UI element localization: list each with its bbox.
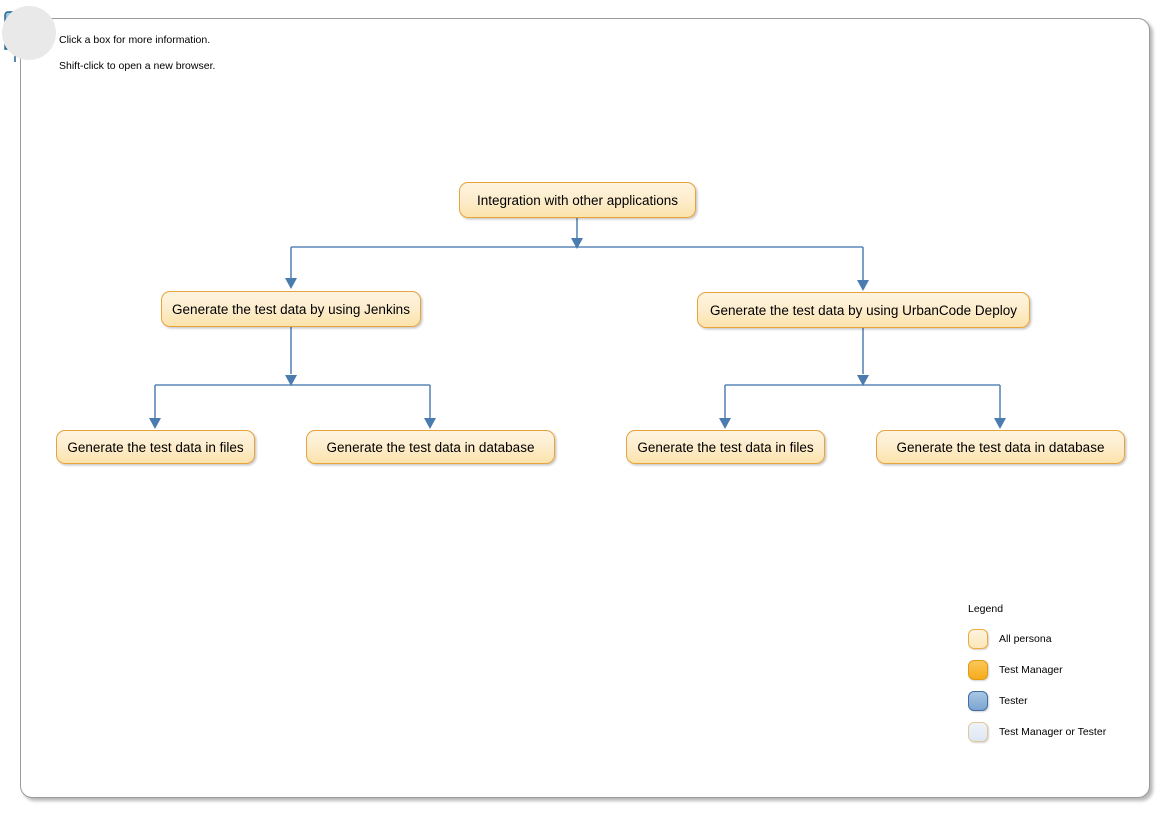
legend-label: Tester: [999, 695, 1028, 707]
diagram-frame: [20, 18, 1150, 798]
legend-item-all-persona: All persona: [968, 628, 1158, 650]
legend-item-test-manager-or-tester: Test Manager or Tester: [968, 721, 1158, 743]
node-generate-test-data-urbancode-deploy[interactable]: Generate the test data by using UrbanCod…: [697, 292, 1030, 328]
node-jenkins-generate-test-data-in-database[interactable]: Generate the test data in database: [306, 430, 555, 464]
legend-title: Legend: [968, 603, 1004, 615]
legend-label: Test Manager: [999, 664, 1063, 676]
node-jenkins-generate-test-data-in-files[interactable]: Generate the test data in files: [56, 430, 255, 464]
legend: Legend All persona Test Manager Tester T…: [968, 603, 1158, 752]
icon-backdrop: [2, 6, 56, 60]
node-urbancode-generate-test-data-in-files[interactable]: Generate the test data in files: [626, 430, 825, 464]
legend-swatch-all-persona: [968, 629, 988, 649]
node-label: Generate the test data in files: [67, 439, 244, 455]
node-generate-test-data-jenkins[interactable]: Generate the test data by using Jenkins: [161, 291, 421, 327]
node-label: Generate the test data in database: [896, 439, 1105, 455]
instruction-line-1: Click a box for more information.: [59, 34, 211, 46]
instructions: Click a box for more information. Shift-…: [59, 21, 399, 86]
legend-swatch-test-manager: [968, 660, 988, 680]
node-urbancode-generate-test-data-in-database[interactable]: Generate the test data in database: [876, 430, 1125, 464]
node-label: Generate the test data in files: [637, 439, 814, 455]
legend-swatch-tester: [968, 691, 988, 711]
node-label: Integration with other applications: [476, 192, 679, 208]
node-integration-with-other-applications[interactable]: Integration with other applications: [459, 182, 696, 218]
node-label: Generate the test data by using Jenkins: [172, 301, 410, 317]
legend-label: All persona: [999, 633, 1052, 645]
node-label: Generate the test data in database: [326, 439, 535, 455]
legend-item-test-manager: Test Manager: [968, 659, 1158, 681]
legend-item-tester: Tester: [968, 690, 1158, 712]
instruction-line-2: Shift-click to open a new browser.: [59, 60, 216, 72]
node-label: Generate the test data by using UrbanCod…: [710, 302, 1017, 318]
diagram-click-icon: [0, 4, 58, 62]
legend-label: Test Manager or Tester: [999, 726, 1107, 738]
legend-swatch-test-manager-or-tester: [968, 722, 988, 742]
